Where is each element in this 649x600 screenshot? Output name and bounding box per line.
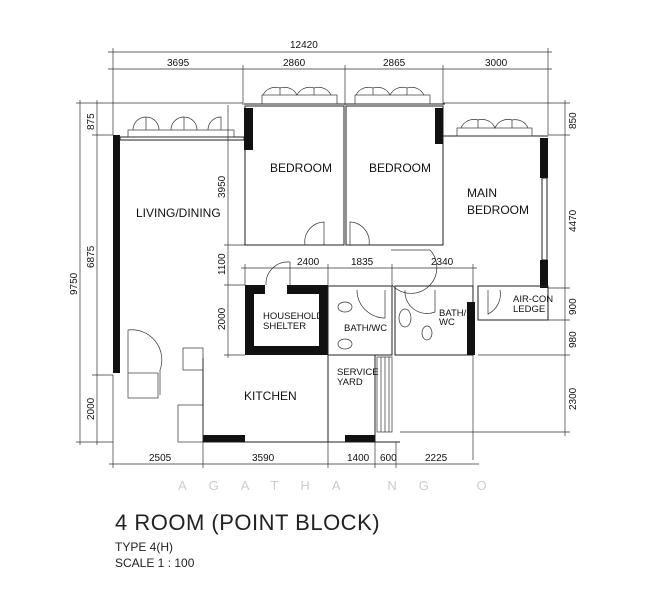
dim-inner-h: 1835 — [351, 257, 374, 268]
dim-inner-v: 2000 — [217, 307, 228, 330]
dim-bottom: 600 — [380, 453, 397, 464]
dim-inner-v: 1100 — [217, 253, 228, 275]
dim-inner-h: 2340 — [431, 257, 454, 268]
toilet-icon — [337, 301, 353, 313]
room-aircon-line1: AIR-CON — [513, 294, 553, 305]
room-service-yard-line2: YARD — [337, 377, 363, 388]
plan-title: 4 ROOM (POINT BLOCK) — [115, 510, 381, 535]
dim-right: 980 — [568, 331, 579, 348]
dim-inner-h: 2400 — [297, 257, 320, 268]
room-living-dining: LIVING/DINING — [136, 206, 221, 220]
dim-top: 3000 — [485, 58, 508, 69]
dim-right: 850 — [568, 112, 579, 129]
room-bedroom-2: BEDROOM — [369, 161, 431, 175]
plan-scale: SCALE 1 : 100 — [115, 556, 195, 570]
windows — [127, 86, 533, 138]
dim-top: 2860 — [283, 58, 306, 69]
room-bath-wc-2-line1: BATH/ — [439, 308, 467, 319]
dim-right: 2300 — [568, 387, 579, 410]
walls — [113, 103, 549, 443]
room-service-yard-line1: SERVICE — [337, 367, 379, 378]
watermark: AGATHA NG O — [178, 478, 509, 493]
dimension-lines — [76, 48, 570, 468]
dim-left: 875 — [86, 113, 97, 130]
dim-top: 3695 — [167, 58, 190, 69]
dim-bottom: 1400 — [347, 453, 370, 464]
plan-type: TYPE 4(H) — [115, 540, 174, 554]
room-main-bedroom-line2: BEDROOM — [467, 203, 529, 217]
fixtures — [337, 301, 433, 350]
room-bedroom-1: BEDROOM — [270, 161, 332, 175]
toilet-icon — [421, 325, 433, 341]
dim-bottom: 2505 — [149, 453, 172, 464]
room-aircon-line2: LEDGE — [513, 304, 545, 315]
dim-top-total: 12420 — [290, 40, 318, 51]
basin-icon — [398, 308, 412, 328]
dim-left: 2000 — [86, 397, 97, 420]
dim-top: 2865 — [383, 58, 406, 69]
dim-bottom: 3590 — [252, 453, 275, 464]
basin-icon — [337, 338, 353, 350]
doors — [127, 221, 501, 399]
room-shelter-line1: HOUSEHOLD — [263, 311, 323, 322]
dim-inner-v: 3950 — [217, 175, 228, 198]
room-bath-wc-1: BATH/WC — [344, 323, 387, 334]
dim-bottom: 2225 — [425, 453, 448, 464]
dim-left-total: 9750 — [69, 272, 80, 295]
dim-right: 900 — [568, 298, 579, 315]
room-bath-wc-2-line2: WC — [439, 317, 455, 328]
room-kitchen: KITCHEN — [244, 389, 297, 403]
dim-left: 6875 — [86, 245, 97, 268]
room-shelter-line2: SHELTER — [263, 321, 306, 332]
room-main-bedroom-line1: MAIN — [467, 186, 497, 200]
dim-right: 4470 — [568, 209, 579, 232]
